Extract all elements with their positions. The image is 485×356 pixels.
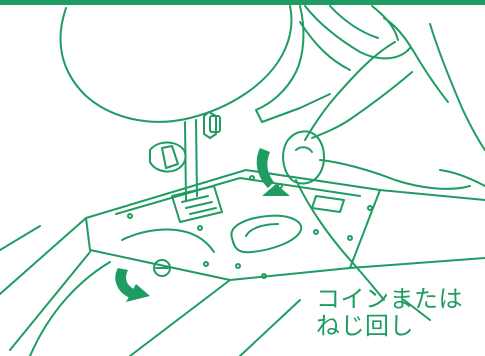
needle-plate — [86, 170, 380, 280]
rotation-arrow-upper — [257, 148, 290, 196]
callout-line-2: ねじ回し — [316, 313, 485, 340]
machine-arm — [60, 6, 410, 122]
callout-leader-line — [296, 180, 384, 300]
callout-line-1: コインまたは — [316, 286, 485, 313]
top-border-bar — [0, 0, 485, 5]
callout-label: コインまたは ねじ回し — [316, 286, 485, 340]
hand — [305, 18, 485, 189]
rotation-arrow-lower — [115, 268, 150, 302]
